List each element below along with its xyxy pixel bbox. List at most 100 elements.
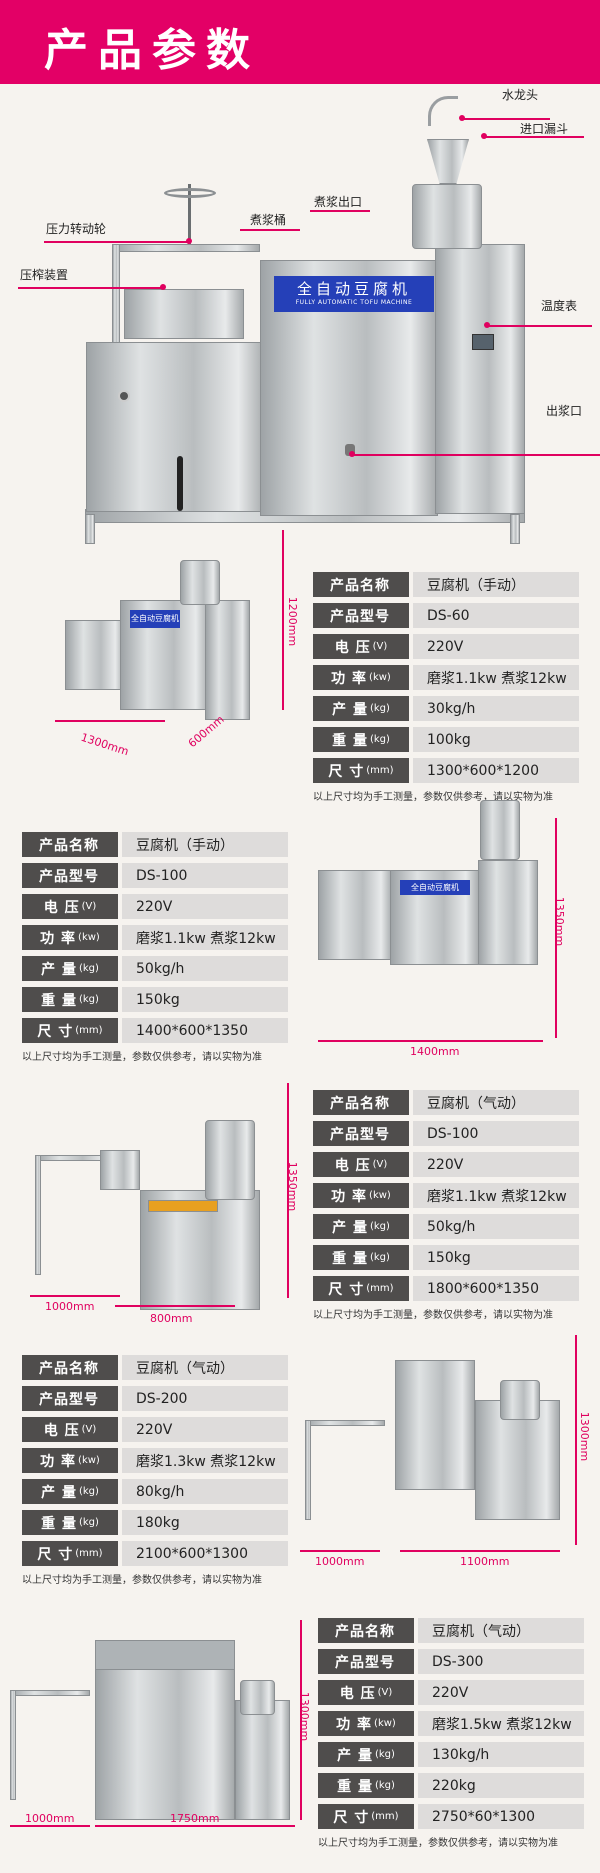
spec-label-text: 重 量 [332, 732, 368, 749]
machine-part [305, 1420, 311, 1520]
spec-row: 重 量(kg)150kg [22, 987, 288, 1012]
spec-value: 豆腐机（手动） [413, 572, 579, 597]
spec-row: 重 量(kg)150kg [313, 1245, 579, 1270]
spec-row: 尺 寸(mm)1300*600*1200 [313, 758, 579, 783]
spec-row: 功 率(kw)磨浆1.1kw 煮浆12kw [22, 925, 288, 950]
machine-part [10, 1690, 90, 1696]
spec-label: 功 率(kw) [313, 1183, 409, 1208]
spec-label-unit: (kw) [369, 1190, 391, 1201]
spec-value: 50kg/h [413, 1214, 579, 1239]
spec-label-unit: (kg) [78, 994, 99, 1005]
spec-label: 产品名称 [313, 572, 409, 597]
spec-label: 产 量(kg) [313, 696, 409, 721]
callout-pressure-wheel: 压力转动轮 [46, 222, 107, 236]
spec-label: 产品型号 [22, 863, 118, 888]
spec-row: 产 量(kg)130kg/h [318, 1742, 584, 1767]
machine-part [10, 1690, 16, 1800]
spec-label: 尺 寸(mm) [313, 1276, 409, 1301]
dimension-label: 1350mm [553, 896, 567, 947]
dimension-line [400, 1550, 560, 1552]
spec-label-text: 产品名称 [39, 1360, 99, 1377]
spec-label-unit: (kg) [374, 1749, 395, 1760]
spec-row: 产 量(kg)50kg/h [22, 956, 288, 981]
spec-label-unit: (kw) [78, 1455, 100, 1466]
machine-part [180, 560, 220, 605]
spec-value: 220V [418, 1680, 584, 1705]
callout-boiling-outlet: 煮浆出口 [314, 195, 363, 209]
spec-label-text: 电 压 [334, 639, 371, 656]
spec-label-text: 产 量 [41, 961, 77, 978]
callout-faucet: 水龙头 [502, 88, 539, 102]
spec-value: 豆腐机（气动） [122, 1355, 288, 1380]
spec-label-text: 尺 寸 [37, 1023, 74, 1040]
spec-label: 功 率(kw) [22, 1448, 118, 1473]
spec-value: DS-300 [418, 1649, 584, 1674]
spec-row: 产品名称 豆腐机（气动） [22, 1355, 288, 1380]
spec-label-text: 电 压 [43, 1422, 80, 1439]
machine-nameplate: 全自动豆腐机 [400, 880, 470, 895]
spec-value: 150kg [413, 1245, 579, 1270]
spec-label-unit: (kw) [369, 672, 391, 683]
spec-row: 功 率(kw)磨浆1.1kw 煮浆12kw [313, 1183, 579, 1208]
spec-value: 220V [413, 1152, 579, 1177]
spec-label: 功 率(kw) [313, 665, 409, 690]
spec-row: 尺 寸(mm)1800*600*1350 [313, 1276, 579, 1301]
spec-label: 产 量(kg) [22, 956, 118, 981]
callout-press-device: 压榨装置 [20, 268, 69, 282]
spec-label-text: 功 率 [336, 1716, 373, 1733]
spec-label-text: 产 量 [332, 701, 368, 718]
spec-row: 电 压(V)220V [22, 894, 288, 919]
spec-label-text: 重 量 [41, 992, 77, 1009]
spec-row: 重 量(kg)100kg [313, 727, 579, 752]
spec-label-text: 产 量 [41, 1484, 77, 1501]
spec-label-text: 功 率 [331, 1188, 368, 1205]
spec-label-unit: (mm) [366, 765, 394, 776]
spec-value: 30kg/h [413, 696, 579, 721]
dimension-label: 1000mm [315, 1555, 365, 1568]
machine-part [95, 1640, 235, 1670]
dimension-label: 1400mm [410, 1045, 460, 1058]
spec-row: 产品名称豆腐机（气动） [313, 1090, 579, 1115]
spec-label: 产品型号 [22, 1386, 118, 1411]
dimension-label: 1750mm [170, 1812, 220, 1825]
spec-label: 重 量(kg) [22, 987, 118, 1012]
dimension-line [10, 1825, 90, 1827]
spec-label-unit: (kg) [369, 734, 390, 745]
dimension-line [300, 1550, 380, 1552]
spec-label: 产 量(kg) [318, 1742, 414, 1767]
spec-label-unit: (kg) [78, 963, 99, 974]
spec-row: 功 率(kw)磨浆1.3kw 煮浆12kw [22, 1448, 288, 1473]
spec-label-text: 重 量 [332, 1250, 368, 1267]
dimension-label: 1100mm [460, 1555, 510, 1568]
dimension-label: 1350mm [286, 1161, 300, 1212]
spec-value: 220V [413, 634, 579, 659]
spec-label: 尺 寸(mm) [22, 1018, 118, 1043]
machine-part [100, 1150, 140, 1190]
spec-label-unit: (mm) [75, 1548, 103, 1559]
machine-part [205, 600, 250, 720]
spec-label-text: 电 压 [339, 1685, 376, 1702]
spec-row: 重 量(kg)220kg [318, 1773, 584, 1798]
spec-value: 220V [122, 894, 288, 919]
spec-label-unit: (kg) [374, 1780, 395, 1791]
measurement-note: 以上尺寸均为手工测量，参数仅供参考，请以实物为准 [22, 1575, 262, 1586]
spec-value: 豆腐机（气动） [418, 1618, 584, 1643]
spec-label: 功 率(kw) [22, 925, 118, 950]
spec-row: 尺 寸(mm)1400*600*1350 [22, 1018, 288, 1043]
dimension-line [115, 1305, 235, 1307]
spec-row: 重 量(kg)180kg [22, 1510, 288, 1535]
spec-label: 产品型号 [313, 1121, 409, 1146]
machine-part [475, 1400, 560, 1520]
spec-value: 2100*600*1300 [122, 1541, 288, 1566]
spec-label-unit: (kw) [374, 1718, 396, 1729]
spec-row: 产 量(kg)50kg/h [313, 1214, 579, 1239]
spec-label-text: 功 率 [40, 930, 77, 947]
spec-value: 2750*60*1300 [418, 1804, 584, 1829]
spec-value: 磨浆1.1kw 煮浆12kw [122, 925, 288, 950]
dimension-label: 800mm [150, 1312, 193, 1325]
machine-part [35, 1155, 41, 1275]
machine-part [500, 1380, 540, 1420]
